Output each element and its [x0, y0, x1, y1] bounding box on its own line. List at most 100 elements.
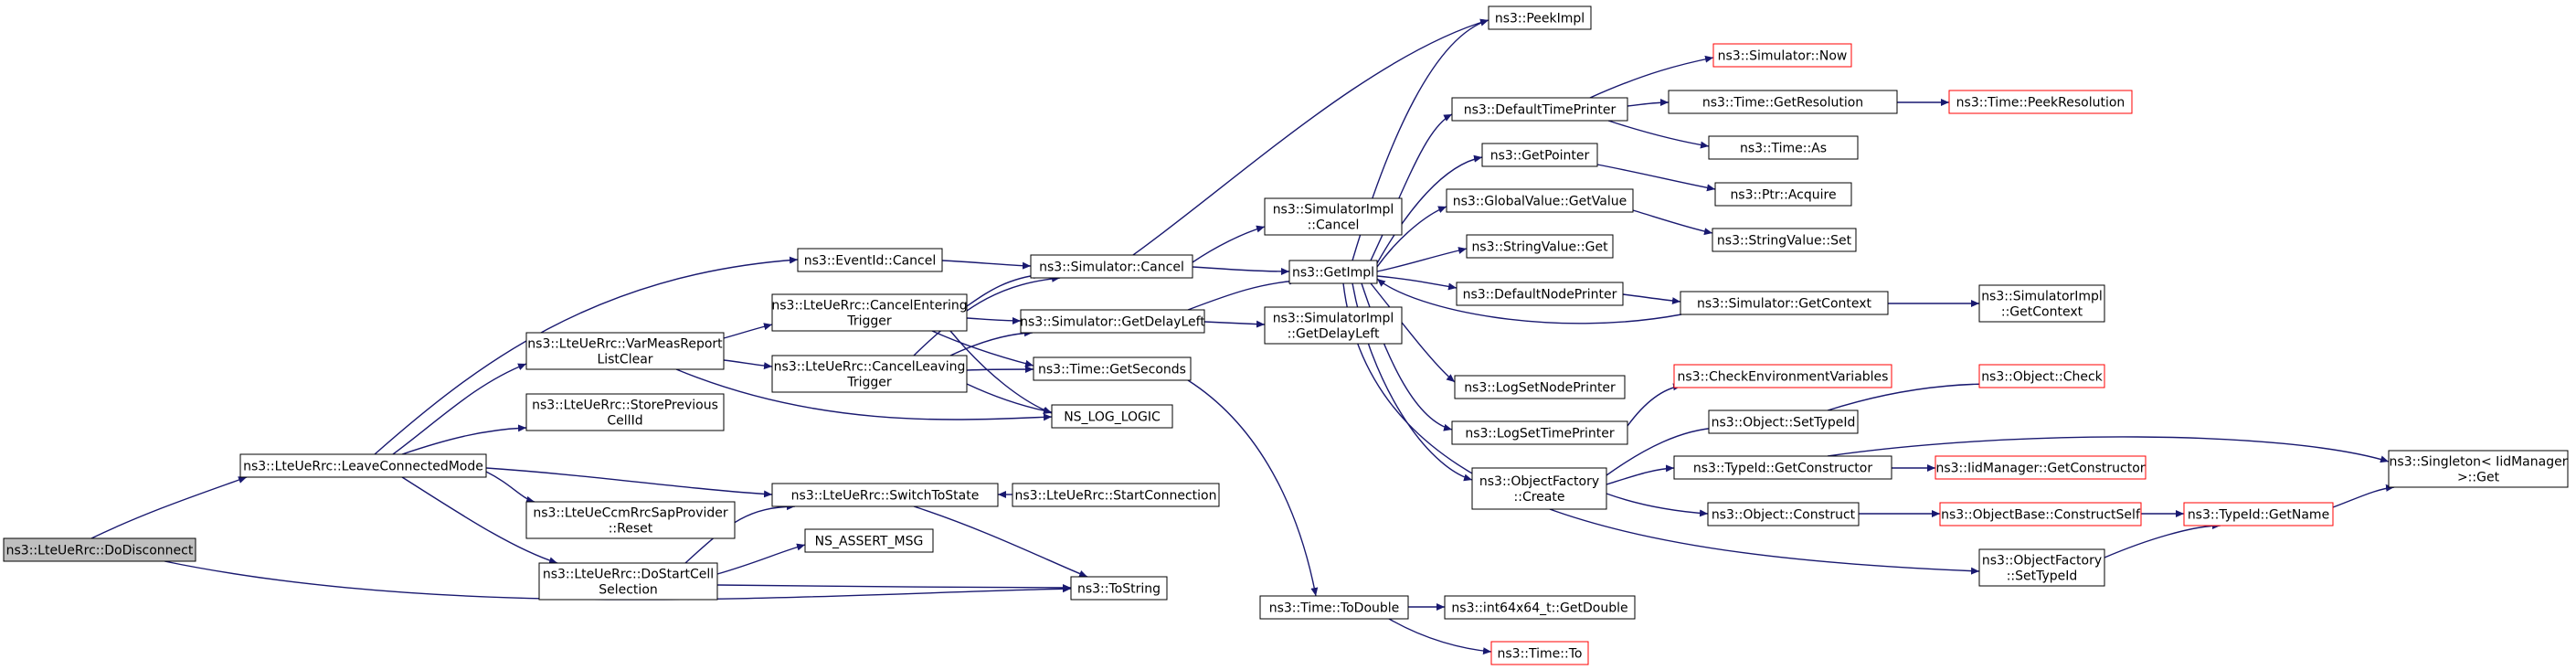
node-label: ns3::int64x64_t::GetDouble: [1451, 601, 1627, 616]
node-label: ns3::Singleton< IidManager: [2390, 455, 2568, 470]
function-node[interactable]: ns3::Time::PeekResolution: [1948, 90, 2133, 114]
function-node[interactable]: ns3::LteUeRrc::LeaveConnectedMode: [239, 453, 487, 478]
node-box: [771, 483, 999, 507]
call-edge: [1606, 493, 1709, 517]
call-edge: [374, 256, 799, 455]
node-box: [1030, 254, 1193, 279]
call-edge: [1632, 209, 1713, 236]
function-node[interactable]: ns3::GlobalValue::GetValue: [1446, 188, 1634, 213]
function-node[interactable]: ns3::Simulator::GetContext: [1680, 291, 1889, 315]
node-box: [525, 332, 725, 370]
function-node[interactable]: ns3::TypeId::GetName: [2183, 502, 2334, 526]
node-label: ns3::ObjectFactory: [1982, 554, 2102, 569]
function-node[interactable]: ns3::GetImpl: [1288, 260, 1378, 284]
function-node[interactable]: ns3::DefaultTimePrinter: [1451, 97, 1628, 122]
function-node[interactable]: ns3::IidManager::GetConstructor: [1935, 455, 2147, 480]
node-box: [797, 248, 943, 272]
function-node[interactable]: ns3::Time::ToDouble: [1259, 595, 1409, 620]
node-box: [1070, 576, 1168, 601]
node-label: >::Get: [2457, 471, 2500, 485]
node-label: NS_LOG_LOGIC: [1064, 410, 1161, 425]
function-node[interactable]: NS_ASSERT_MSG: [804, 528, 934, 553]
function-node[interactable]: ns3::int64x64_t::GetDouble: [1444, 595, 1636, 620]
node-label: ns3::PeekImpl: [1495, 12, 1585, 27]
function-node[interactable]: ns3::LogSetNodePrinter: [1454, 375, 1626, 399]
function-node[interactable]: ns3::LogSetTimePrinter: [1451, 420, 1628, 445]
function-node[interactable]: ns3::Time::To: [1490, 641, 1589, 665]
function-node[interactable]: ns3::SimulatorImpl::GetContext: [1978, 284, 2105, 323]
function-node[interactable]: ns3::Simulator::GetDelayLeft: [1020, 309, 1205, 334]
function-node[interactable]: ns3::TypeId::GetConstructor: [1673, 455, 1892, 480]
function-node[interactable]: ns3::ObjectBase::ConstructSelf: [1939, 502, 2142, 526]
function-node[interactable]: ns3::ToString: [1070, 576, 1168, 601]
node-box: [1454, 375, 1626, 399]
node-label: ns3::DefaultNodePrinter: [1463, 288, 1617, 303]
function-node[interactable]: ns3::Object::SetTypeId: [1708, 409, 1859, 434]
function-node[interactable]: ns3::GetPointer: [1481, 143, 1598, 167]
call-edge: [913, 505, 1088, 578]
function-node[interactable]: ns3::Object::Construct: [1707, 502, 1860, 526]
function-node[interactable]: ns3::StringValue::Get: [1466, 234, 1614, 259]
function-node[interactable]: ns3::ObjectFactory::Create: [1471, 467, 1607, 510]
node-label: ns3::Time::To: [1498, 647, 1583, 662]
function-node[interactable]: ns3::StringValue::Set: [1712, 228, 1857, 252]
call-edge: [1606, 464, 1675, 485]
node-box: [1673, 455, 1892, 480]
call-edge: [949, 329, 1034, 356]
call-edge: [392, 363, 527, 455]
function-node[interactable]: ns3::CheckEnvironmentVariables: [1673, 364, 1892, 388]
call-edge: [1203, 320, 1266, 328]
call-edge: [684, 503, 796, 564]
function-node[interactable]: ns3::Object::Check: [1978, 364, 2105, 388]
function-node[interactable]: ns3::Time::As: [1708, 135, 1859, 160]
node-box: [1471, 467, 1607, 510]
call-edge: [1627, 383, 1682, 427]
function-node[interactable]: ns3::Time::GetSeconds: [1033, 356, 1192, 381]
function-node[interactable]: ns3::PeekImpl: [1488, 5, 1592, 30]
function-node[interactable]: ns3::DefaultNodePrinter: [1456, 282, 1624, 306]
function-node[interactable]: ns3::LteUeRrc::SwitchToState: [771, 483, 999, 507]
call-edge: [1388, 618, 1492, 655]
function-node[interactable]: ns3::EventId::Cancel: [797, 248, 943, 272]
node-label: ns3::TypeId::GetConstructor: [1693, 462, 1872, 476]
call-edge: [1827, 436, 2390, 463]
function-node[interactable]: ns3::Time::GetResolution: [1668, 90, 1898, 114]
node-box: [1707, 502, 1860, 526]
call-edge: [485, 471, 535, 504]
call-edge: [2332, 484, 2395, 508]
function-node[interactable]: ns3::LteUeRrc::StartConnection: [1012, 483, 1220, 507]
node-label: ns3::Object::Check: [1981, 370, 2103, 385]
call-edge: [1187, 379, 1319, 597]
function-node[interactable]: ns3::Ptr::Acquire: [1714, 182, 1852, 207]
function-node[interactable]: ns3::SimulatorImpl::Cancel: [1264, 197, 1403, 236]
function-node[interactable]: NS_LOG_LOGIC: [1051, 404, 1173, 429]
call-edge: [1627, 99, 1670, 107]
node-label: ns3::LteUeRrc::StartConnection: [1015, 489, 1217, 504]
function-node-root: ns3::LteUeRrc::DoDisconnect: [3, 537, 196, 562]
call-edge: [1342, 282, 1980, 575]
call-edge: [1192, 266, 1290, 275]
function-node[interactable]: ns3::Singleton< IidManager >::Get: [2388, 450, 2569, 488]
call-edge: [723, 359, 773, 370]
node-label: ns3::Object::Construct: [1712, 508, 1856, 523]
node-label: ::GetContext: [2001, 305, 2083, 320]
function-node[interactable]: ns3::SimulatorImpl::GetDelayLeft: [1264, 306, 1403, 345]
function-node[interactable]: ns3::Simulator::Now: [1712, 43, 1852, 68]
function-node[interactable]: ns3::ObjectFactory::SetTypeId: [1978, 548, 2105, 587]
function-node[interactable]: ns3::Simulator::Cancel: [1030, 254, 1193, 279]
function-node[interactable]: ns3::LteUeCcmRrcSapProvider::Reset: [525, 501, 736, 539]
node-label: ns3::Simulator::GetContext: [1697, 297, 1872, 312]
node-box: [1451, 97, 1628, 122]
node-box: [1668, 90, 1898, 114]
node-label: ListClear: [597, 353, 652, 367]
node-label: ns3::Time::GetResolution: [1702, 96, 1863, 111]
node-label: ns3::Ptr::Acquire: [1730, 188, 1836, 203]
call-edge: [1370, 113, 1453, 261]
node-label: ns3::TypeId::GetName: [2188, 508, 2329, 523]
node-box: [1446, 188, 1634, 213]
